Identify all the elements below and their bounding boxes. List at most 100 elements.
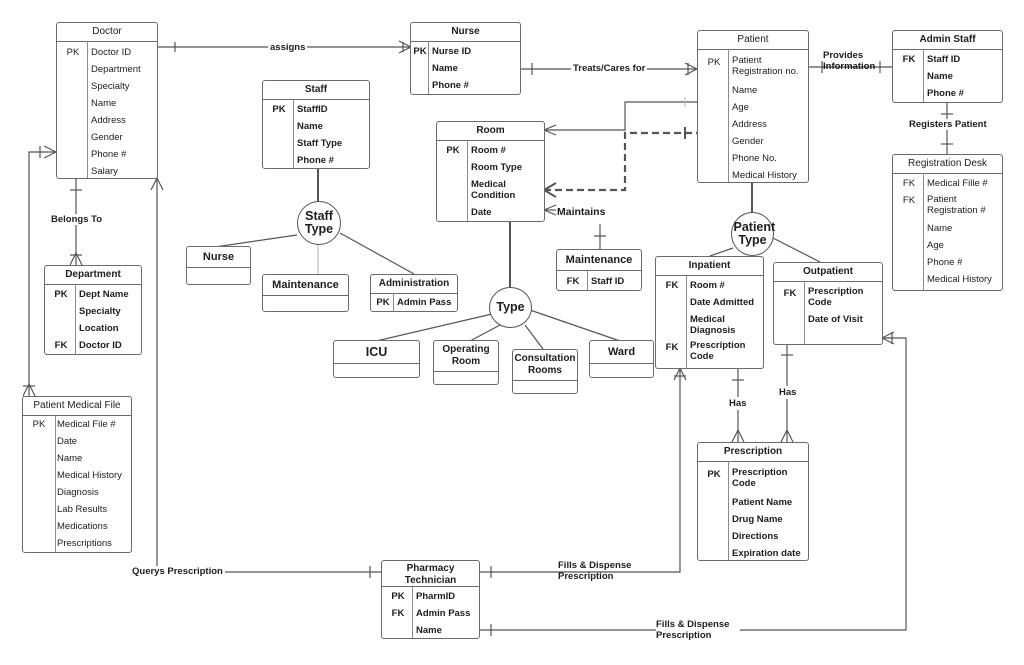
doctor-attr: Department xyxy=(91,64,141,75)
has-inpatient-label: Has xyxy=(728,397,748,410)
medical-file-attr: Medical History xyxy=(57,470,122,481)
medical-file-attr: Name xyxy=(57,453,83,464)
room-type-circle[interactable]: Type xyxy=(489,287,532,328)
fills-inpatient-label: Fills & Dispense Prescription xyxy=(558,560,632,582)
nurse-attr: Nurse ID xyxy=(432,46,472,57)
doctor-attr: Doctor ID xyxy=(91,47,132,58)
patient-attr: Gender xyxy=(732,136,764,147)
staff-attr: Staff Type xyxy=(297,138,343,149)
registration-desk-attr: Medical Fille # xyxy=(927,178,988,189)
operating-room[interactable]: Operating Room xyxy=(433,340,499,385)
room-attr: Room Type xyxy=(471,162,523,173)
nurse-subtype[interactable]: Nurse xyxy=(186,246,251,285)
staff-attr: Name xyxy=(297,121,323,132)
maintains-label: Maintains xyxy=(557,206,606,218)
maintenance-room-title: Maintenance xyxy=(557,250,641,271)
patient-attr: Age xyxy=(732,102,749,113)
consultation-room[interactable]: Consultation Rooms xyxy=(512,349,578,394)
staff-attr: StaffID xyxy=(297,104,328,115)
patient-title: Patient xyxy=(698,31,808,50)
provides-label: Provides Information xyxy=(823,50,876,72)
belongs-label: Belongs To xyxy=(49,214,105,225)
inpatient-title: Inpatient xyxy=(656,257,763,276)
doctor-attr: Phone # xyxy=(91,149,127,160)
staff-type-circle[interactable]: Staff Type xyxy=(297,201,341,245)
registration-desk-attr: Name xyxy=(927,223,953,234)
doctor-attr: Name xyxy=(91,98,117,109)
outpatient-attr: Prescription Code xyxy=(808,286,864,308)
registration-desk-attr: Phone # xyxy=(927,257,963,268)
inpatient-attr: Room # xyxy=(690,280,725,291)
department-attr: Location xyxy=(79,323,119,334)
outpatient-attr: Date of Visit xyxy=(808,314,863,325)
doctor-attr: Specialty xyxy=(91,81,130,92)
registration-desk-attr: Patient Registration # xyxy=(927,194,986,216)
registration-desk-title: Registration Desk xyxy=(893,155,1002,174)
department-attr: Specialty xyxy=(79,306,121,317)
registration-desk-attr: Age xyxy=(927,240,944,251)
patient-medical-file-title: Patient Medical File xyxy=(23,397,131,416)
administration-attr: Admin Pass xyxy=(397,297,452,308)
patient-attr: Address xyxy=(732,119,767,130)
registers-label: Registers Patient xyxy=(907,119,989,130)
pharmacy-attr: Admin Pass xyxy=(416,608,471,619)
medical-file-attr: Medical File # xyxy=(57,419,116,430)
admin-staff-attr: Phone # xyxy=(927,88,964,99)
room-attr: Room # xyxy=(471,145,506,156)
doctor-title: Doctor xyxy=(57,23,157,42)
staff-attr: Phone # xyxy=(297,155,334,166)
prescription-attr: Directions xyxy=(732,531,779,542)
inpatient-attr: Prescription Code xyxy=(690,340,746,362)
doctor-attr: Gender xyxy=(91,132,123,143)
icu-room[interactable]: ICU xyxy=(333,340,420,378)
treats-label: Treats/Cares for xyxy=(571,63,648,74)
assigns-label: assigns xyxy=(268,42,308,53)
medical-file-attr: Prescriptions xyxy=(57,538,112,549)
medical-file-attr: Date xyxy=(57,436,78,447)
admin-staff-attr: Staff ID xyxy=(927,54,961,65)
ward-room[interactable]: Ward xyxy=(589,340,654,378)
nurse-title: Nurse xyxy=(411,23,520,42)
patient-attr: Medical History xyxy=(732,170,797,181)
medical-file-attr: Diagnosis xyxy=(57,487,99,498)
maintenance-subtype[interactable]: Maintenance xyxy=(262,274,349,312)
outpatient-title: Outpatient xyxy=(774,263,882,282)
admin-staff-title: Admin Staff xyxy=(893,31,1002,50)
registration-desk-attr: Medical History xyxy=(927,274,992,285)
medical-file-attr: Lab Results xyxy=(57,504,108,515)
admin-staff-attr: Name xyxy=(927,71,953,82)
has-outpatient-label: Has xyxy=(778,386,798,399)
pharmacy-title: Pharmacy Technician xyxy=(382,561,479,587)
doctor-attr: Address xyxy=(91,115,126,126)
pharmacy-attr: Name xyxy=(416,625,442,636)
querys-label: Querys Prescription xyxy=(130,566,225,577)
department-attr: Doctor ID xyxy=(79,340,122,351)
patient-type-circle[interactable]: Patient Type xyxy=(731,212,775,256)
staff-title: Staff xyxy=(263,81,369,100)
nurse-attr: Name xyxy=(432,63,458,74)
prescription-attr: Patient Name xyxy=(732,497,793,508)
inpatient-attr: Medical Diagnosis xyxy=(690,314,736,336)
medical-file-attr: Medications xyxy=(57,521,108,532)
prescription-attr: Expiration date xyxy=(732,548,801,559)
department-title: Department xyxy=(45,266,141,285)
department-attr: Dept Name xyxy=(79,289,129,300)
patient-attr: Phone No. xyxy=(732,153,777,164)
patient-attr: Name xyxy=(732,85,758,96)
